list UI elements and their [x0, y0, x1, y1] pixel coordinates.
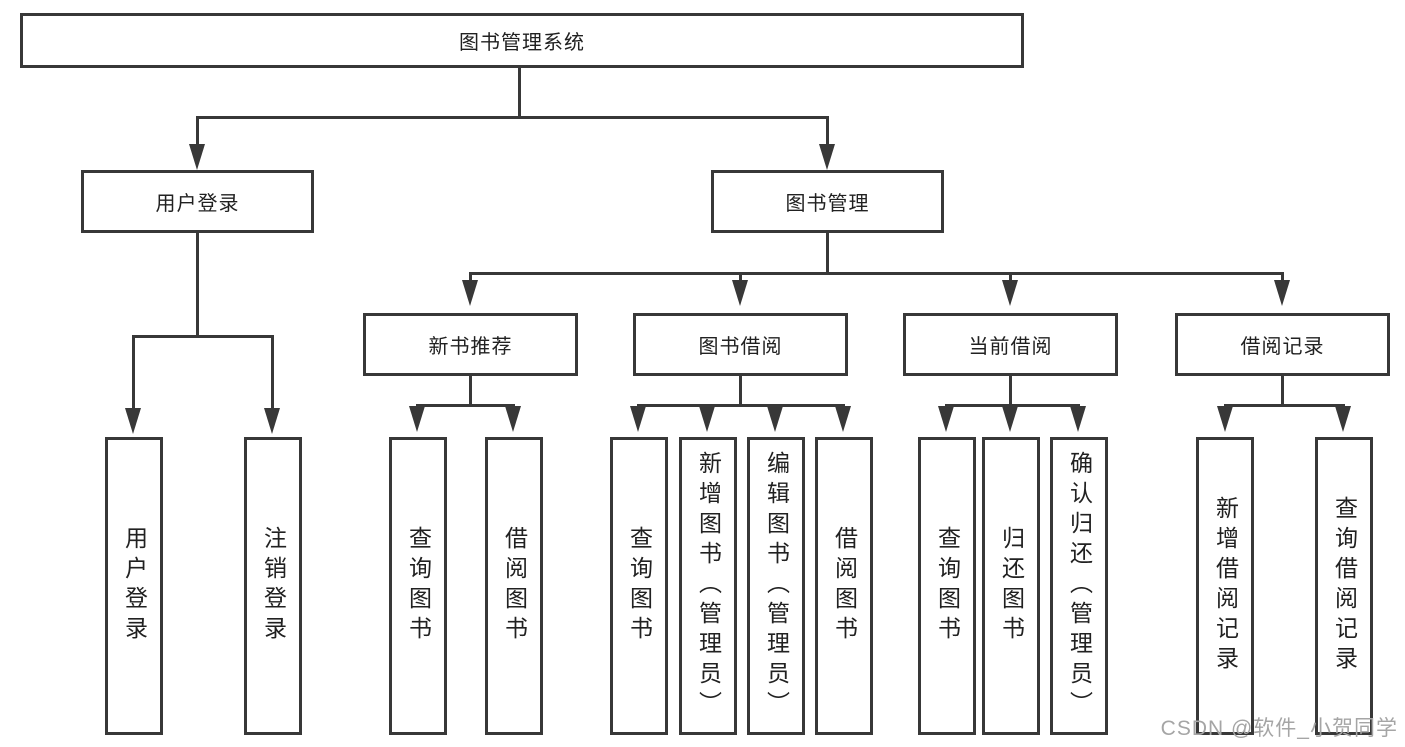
node-user-login-label: 用户登录 — [155, 193, 240, 215]
leaf-borrow-books-recommendation-label: 借阅图书 — [501, 526, 528, 646]
arrowhead-down-icon — [1274, 280, 1290, 306]
connector-to-user-login — [196, 116, 199, 148]
leaf-query-books-recommendation-label: 查询图书 — [405, 526, 432, 646]
leaf-return-books-label: 归还图书 — [998, 526, 1025, 646]
connector-root-stem — [518, 68, 521, 118]
arrowhead-down-icon — [938, 406, 954, 432]
node-book-management-label: 图书管理 — [785, 193, 870, 215]
connector-current-crossbar — [945, 404, 1080, 407]
leaf-logout-label: 注销登录 — [260, 526, 287, 646]
node-root-library-management-system: 图书管理系统 — [20, 13, 1024, 68]
connector-user-login-stem — [196, 233, 199, 337]
leaf-add-borrow-record-label: 新增借阅记录 — [1212, 496, 1239, 676]
arrowhead-down-icon — [835, 406, 851, 432]
node-borrowing-records: 借阅记录 — [1175, 313, 1390, 376]
leaf-add-books-admin-label: 新增图书（管理员） — [695, 451, 722, 721]
connector-to-new-book-recommendation — [469, 272, 472, 284]
arrowhead-down-icon — [462, 280, 478, 306]
connector-records-crossbar — [1224, 404, 1345, 407]
connector-user-login-crossbar — [132, 335, 274, 338]
leaf-return-books: 归还图书 — [982, 437, 1040, 735]
arrowhead-down-icon — [767, 406, 783, 432]
leaf-logout: 注销登录 — [244, 437, 302, 735]
connector-root-crossbar — [196, 116, 829, 119]
arrowhead-down-icon — [732, 280, 748, 306]
node-book-borrowing: 图书借阅 — [633, 313, 848, 376]
leaf-confirm-return-admin-label: 确认归还（管理员） — [1066, 451, 1093, 721]
node-user-login: 用户登录 — [81, 170, 314, 233]
connector-to-book-management — [826, 116, 829, 148]
connector-borrowing-crossbar — [637, 404, 845, 407]
connector-to-current-borrowing — [1009, 272, 1012, 284]
leaf-query-books-recommendation: 查询图书 — [389, 437, 447, 735]
connector-borrowing-stem — [739, 376, 742, 406]
leaf-query-borrow-record: 查询借阅记录 — [1315, 437, 1373, 735]
arrowhead-down-icon — [630, 406, 646, 432]
leaf-query-books-current: 查询图书 — [918, 437, 976, 735]
node-new-book-recommendation-label: 新书推荐 — [428, 336, 513, 358]
leaf-query-books-borrowing-label: 查询图书 — [626, 526, 653, 646]
leaf-confirm-return-admin: 确认归还（管理员） — [1050, 437, 1108, 735]
leaf-edit-books-admin-label: 编辑图书（管理员） — [763, 451, 790, 721]
leaf-borrow-books-label: 借阅图书 — [831, 526, 858, 646]
node-current-borrowing: 当前借阅 — [903, 313, 1118, 376]
arrowhead-down-icon — [1070, 406, 1086, 432]
connector-records-stem — [1281, 376, 1284, 406]
leaf-borrow-books-recommendation: 借阅图书 — [485, 437, 543, 735]
arrowhead-down-icon — [189, 144, 205, 170]
leaf-user-login: 用户登录 — [105, 437, 163, 735]
connector-to-book-borrowing — [739, 272, 742, 284]
connector-recommendation-stem — [469, 376, 472, 406]
leaf-query-books-current-label: 查询图书 — [934, 526, 961, 646]
arrowhead-down-icon — [819, 144, 835, 170]
leaf-add-borrow-record: 新增借阅记录 — [1196, 437, 1254, 735]
node-root-label: 图书管理系统 — [459, 32, 585, 54]
arrowhead-down-icon — [699, 406, 715, 432]
connector-current-stem — [1009, 376, 1012, 406]
leaf-borrow-books: 借阅图书 — [815, 437, 873, 735]
connector-book-management-stem — [826, 233, 829, 274]
node-book-management: 图书管理 — [711, 170, 944, 233]
leaf-add-books-admin: 新增图书（管理员） — [679, 437, 737, 735]
node-current-borrowing-label: 当前借阅 — [968, 336, 1053, 358]
connector-to-borrowing-records — [1281, 272, 1284, 284]
node-borrowing-records-label: 借阅记录 — [1240, 336, 1325, 358]
node-new-book-recommendation: 新书推荐 — [363, 313, 578, 376]
arrowhead-down-icon — [1002, 280, 1018, 306]
arrowhead-down-icon — [1335, 406, 1351, 432]
leaf-query-borrow-record-label: 查询借阅记录 — [1331, 496, 1358, 676]
connector-book-management-crossbar — [469, 272, 1284, 275]
arrowhead-down-icon — [1002, 406, 1018, 432]
arrowhead-down-icon — [125, 408, 141, 434]
connector-recommendation-crossbar — [416, 404, 515, 407]
arrowhead-down-icon — [505, 406, 521, 432]
leaf-user-login-label: 用户登录 — [121, 526, 148, 646]
arrowhead-down-icon — [409, 406, 425, 432]
connector-to-leaf-logout — [271, 335, 274, 410]
arrowhead-down-icon — [1217, 406, 1233, 432]
leaf-query-books-borrowing: 查询图书 — [610, 437, 668, 735]
connector-to-leaf-user-login — [132, 335, 135, 410]
node-book-borrowing-label: 图书借阅 — [698, 336, 783, 358]
leaf-edit-books-admin: 编辑图书（管理员） — [747, 437, 805, 735]
arrowhead-down-icon — [264, 408, 280, 434]
csdn-watermark: CSDN @软件_小贺同学 — [1160, 717, 1398, 740]
